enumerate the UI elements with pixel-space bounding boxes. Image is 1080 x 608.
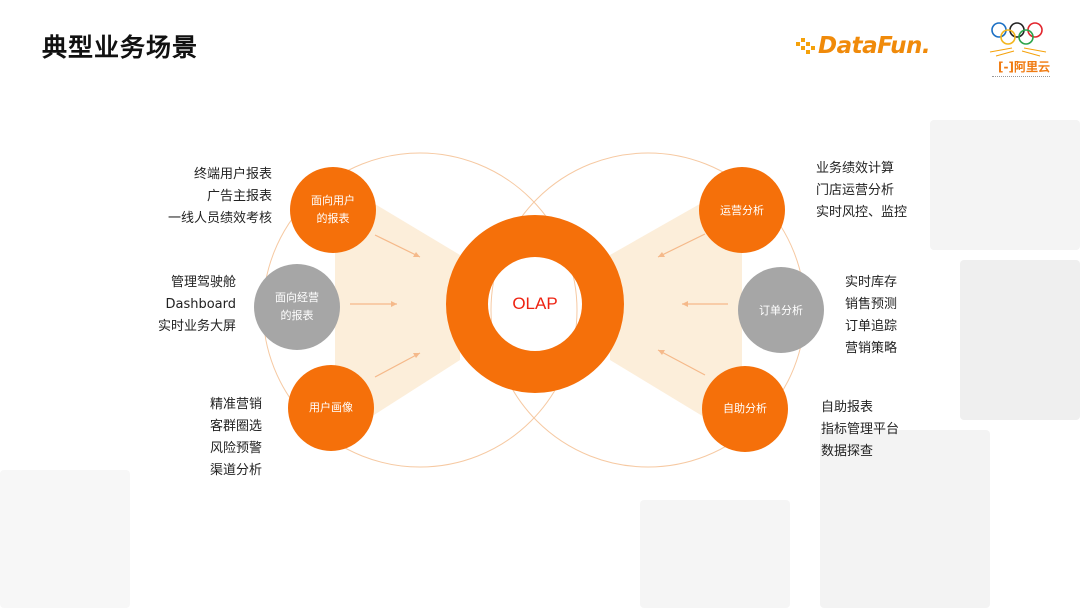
node-left-middle <box>254 264 340 350</box>
list-item: 实时业务大屏 <box>157 319 236 334</box>
list-item: 管理驾驶舱 <box>170 275 236 290</box>
node-left-bottom <box>288 365 374 451</box>
background-shape <box>930 120 1080 250</box>
list-item: 风险预警 <box>210 441 263 456</box>
aliyun-wordmark: 阿里云 <box>1013 60 1050 74</box>
arrow-right-top <box>657 233 706 258</box>
list-user-reports: 终端用户报表 广告主报表 一线人员绩效考核 <box>150 164 272 230</box>
node-right-bottom <box>702 366 788 452</box>
right-beam <box>610 180 742 440</box>
arrowhead <box>682 301 688 307</box>
list-item: 一线人员绩效考核 <box>167 211 272 226</box>
aliyun-logo: [-]阿里云 <box>998 58 1050 75</box>
datafun-logo: DataFun. <box>796 26 946 66</box>
list-user-profile: 精准营销 客群圈选 风险预警 渠道分析 <box>210 394 290 482</box>
list-business-reports: 管理驾驶舱 Dashboard 实时业务大屏 <box>130 272 236 338</box>
arrow-left-top <box>374 234 421 258</box>
list-item: 实时风控、监控 <box>816 205 908 220</box>
list-item: Dashboard <box>165 297 236 312</box>
arrow-left-bottom <box>374 352 421 378</box>
node-left-top <box>290 167 376 253</box>
arrowhead <box>413 252 420 257</box>
arrow-right-bottom <box>657 349 706 376</box>
node-right-top <box>699 167 785 253</box>
background-shape <box>960 260 1080 420</box>
arrowhead <box>658 350 665 355</box>
node-label-operations: 运营分析 <box>720 204 764 217</box>
list-item: 精准营销 <box>210 397 263 412</box>
list-item: 指标管理平台 <box>821 422 900 437</box>
arrowhead <box>658 252 665 257</box>
aliyun-bracket-icon: [-] <box>998 60 1014 74</box>
olap-label: OLAP <box>512 294 558 313</box>
list-self-service: 自助报表 指标管理平台 数据探查 <box>821 397 931 463</box>
list-item: 渠道分析 <box>210 463 263 478</box>
list-item: 订单追踪 <box>845 319 898 334</box>
list-operations: 业务绩效计算 门店运营分析 实时风控、监控 <box>816 158 936 224</box>
node-right-middle <box>738 267 824 353</box>
node-label-business-reports: 面向经营 的报表 <box>275 291 319 322</box>
datafun-wordmark: DataFun. <box>818 33 931 59</box>
arrowhead <box>391 301 397 307</box>
background-shape <box>0 470 130 608</box>
list-item: 自助报表 <box>821 400 874 415</box>
node-label-self-service: 自助分析 <box>723 402 767 415</box>
list-item: 营销策略 <box>845 341 898 356</box>
list-item: 客群圈选 <box>210 419 263 434</box>
aliyun-tagline-line <box>992 76 1050 79</box>
node-label-user-profile: 用户画像 <box>309 401 353 414</box>
list-item: 实时库存 <box>845 275 898 290</box>
left-beam <box>335 180 460 440</box>
node-label-orders: 订单分析 <box>759 304 803 317</box>
list-orders: 实时库存 销售预测 订单追踪 营销策略 <box>845 272 925 360</box>
background-shape <box>640 500 790 608</box>
olympic-rings-icon <box>989 22 1047 57</box>
list-item: 终端用户报表 <box>193 167 272 182</box>
background-shape <box>820 430 990 608</box>
list-item: 门店运营分析 <box>816 183 895 198</box>
arrowhead <box>413 353 420 358</box>
list-item: 广告主报表 <box>206 189 272 204</box>
list-item: 业务绩效计算 <box>816 161 895 176</box>
page-title: 典型业务场景 <box>42 33 199 62</box>
list-item: 销售预测 <box>845 297 898 312</box>
node-label-user-reports: 面向用户 的报表 <box>311 194 355 225</box>
datafun-dots-icon <box>796 34 816 58</box>
olap-ring <box>446 215 624 393</box>
list-item: 数据探查 <box>821 444 874 459</box>
